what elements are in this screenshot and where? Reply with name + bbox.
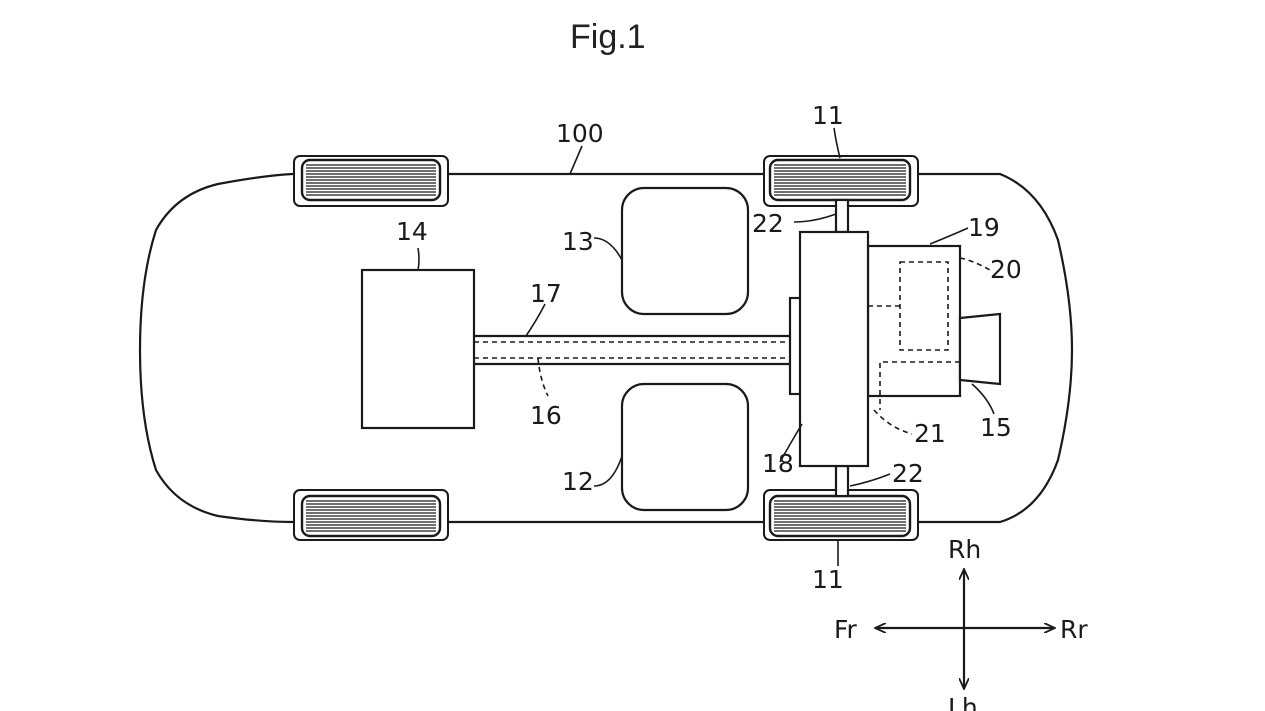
label-16: 16 [530,401,562,430]
label-19: 19 [968,213,1000,242]
label-11-bottom: 11 [812,565,844,594]
axle-22-bottom [834,464,850,498]
label-21: 21 [914,419,946,448]
output-15 [958,312,1002,386]
leader-lines [417,127,995,566]
seat-12 [620,382,750,512]
label-20: 20 [990,255,1022,284]
unit-19 [866,244,962,398]
label-13: 13 [562,227,594,256]
label-11-top: 11 [812,101,844,130]
propeller-shaft-17 [474,334,800,366]
label-18: 18 [762,449,794,478]
label-12: 12 [562,467,594,496]
label-15: 15 [980,413,1012,442]
direction-fr-label: Fr [834,615,858,644]
part-21 [868,361,960,410]
inner-shaft-16 [474,341,800,359]
direction-indicator: Rh Fr Rr Lh [834,535,1088,711]
label-17: 17 [530,279,562,308]
label-100: 100 [556,119,604,148]
unit-18 [798,230,870,468]
label-22-bottom: 22 [892,459,924,488]
rear-right-wheel [763,489,919,541]
front-right-wheel [293,489,449,541]
front-left-wheel [293,155,449,207]
label-14: 14 [396,217,428,246]
label-22-top: 22 [752,209,784,238]
engine-14 [360,268,476,430]
part-20 [868,261,949,351]
vehicle-body-outline [138,172,1074,524]
axle-22-top [834,198,850,234]
direction-rr-label: Rr [1060,615,1088,644]
figure-title: Fig.1 [570,18,646,56]
direction-lh-label: Lh [948,693,978,711]
rear-left-wheel [763,155,919,207]
seat-13 [620,186,750,316]
direction-rh-label: Rh [948,535,981,564]
